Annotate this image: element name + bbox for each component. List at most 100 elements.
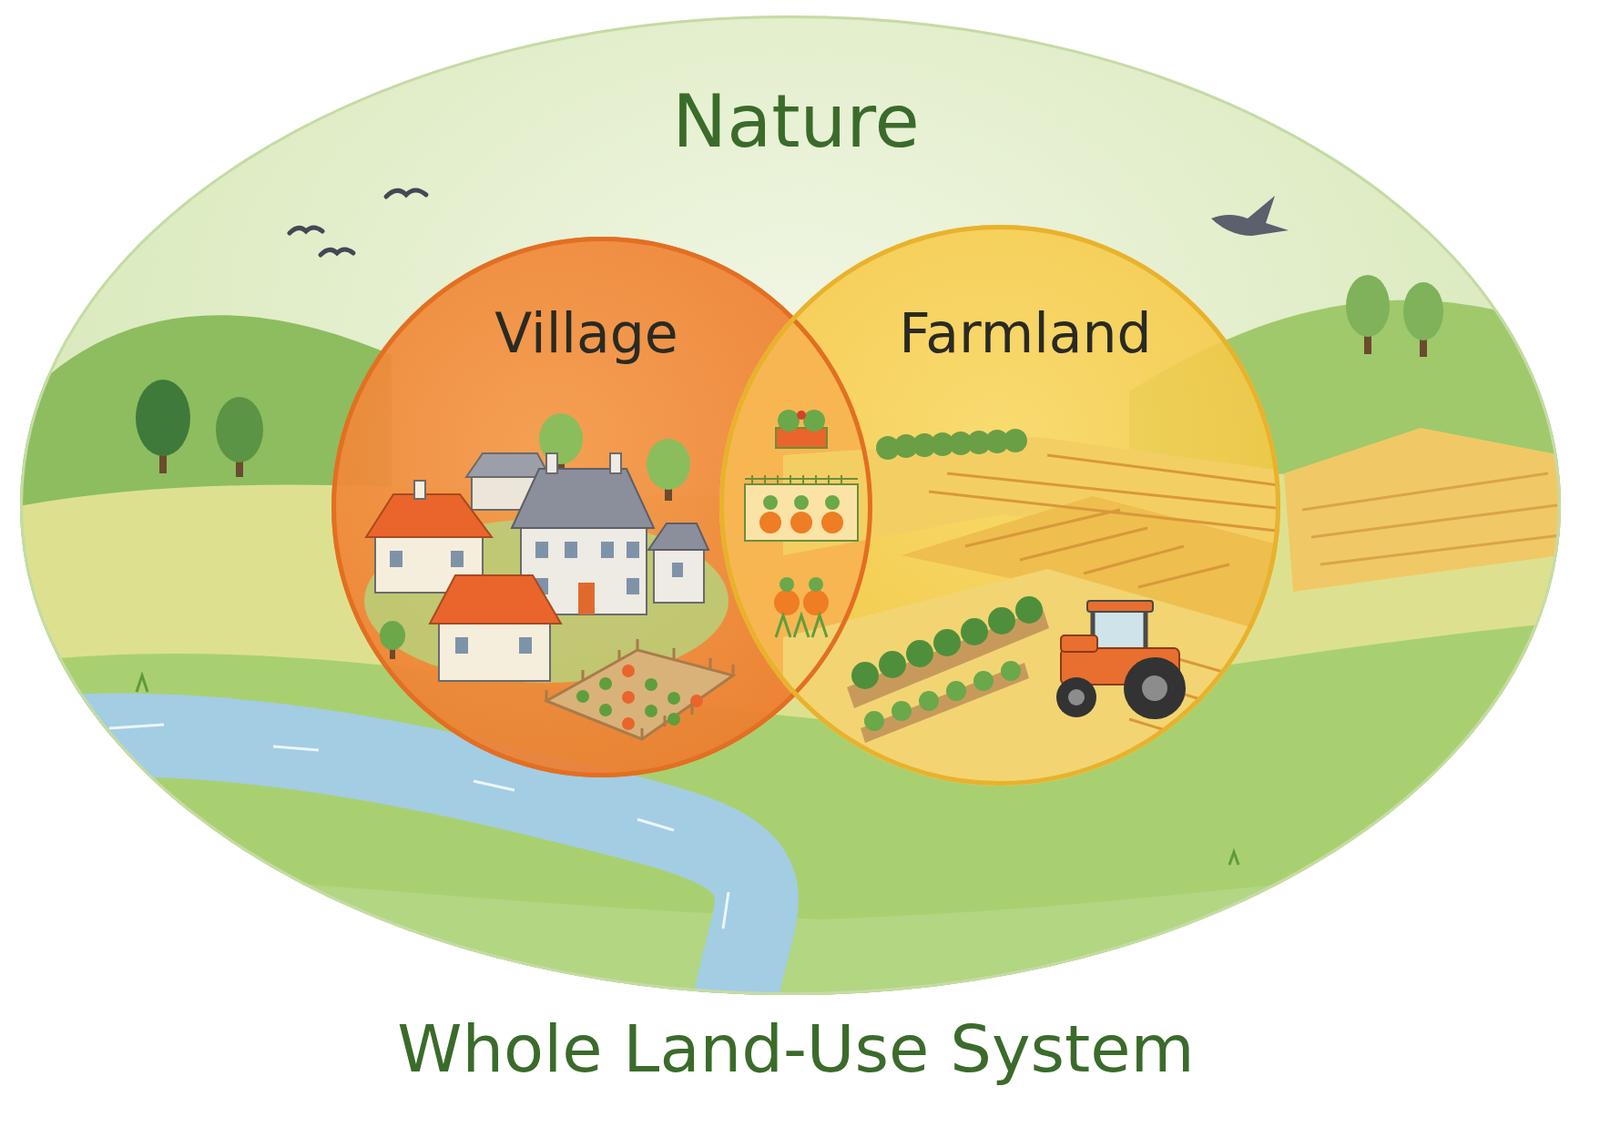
orchard-rows-part bbox=[1015, 596, 1043, 624]
village-garden-part bbox=[644, 678, 658, 692]
village-houses-part bbox=[389, 550, 403, 568]
tractor-symbol-part bbox=[1092, 608, 1146, 651]
tractor-symbol-part bbox=[1087, 601, 1153, 612]
tractor-symbol-part bbox=[1060, 635, 1098, 653]
village-houses-part bbox=[646, 438, 691, 490]
village-garden-part bbox=[621, 717, 635, 731]
village-houses-part bbox=[672, 562, 683, 578]
nature-background-part bbox=[1302, 473, 1561, 565]
overlap-icons-part bbox=[796, 410, 806, 420]
orchard-rows-part bbox=[906, 640, 934, 668]
overlap-icons-part bbox=[774, 590, 800, 616]
birds-part bbox=[386, 190, 427, 197]
village-houses-part bbox=[429, 575, 561, 624]
village-garden-part bbox=[599, 677, 612, 691]
overlap-icons-part bbox=[825, 495, 840, 510]
farmland-fields-part bbox=[1003, 428, 1028, 453]
tree-group-part bbox=[215, 397, 264, 463]
village-houses-part bbox=[379, 621, 406, 651]
village-circle-border bbox=[334, 239, 871, 776]
orchard-rows-part bbox=[960, 618, 989, 646]
village-garden-part bbox=[667, 713, 681, 726]
farmland-fields-part bbox=[846, 608, 1050, 709]
orchard-rows-part bbox=[851, 662, 879, 690]
node-label: Nature bbox=[672, 80, 919, 164]
overlap-icons-part bbox=[790, 511, 813, 534]
village-garden-part bbox=[621, 664, 635, 678]
birds bbox=[289, 190, 1289, 255]
overlap-icons-part bbox=[794, 495, 809, 510]
nature-background-part bbox=[1284, 428, 1561, 592]
overlap-icons bbox=[744, 409, 858, 638]
overlap-icons-part bbox=[808, 577, 824, 592]
orchard-rows-part bbox=[946, 681, 967, 702]
tree-group-part bbox=[1345, 275, 1390, 337]
orchard-rows-part bbox=[1000, 661, 1021, 682]
village-houses-part bbox=[414, 480, 426, 500]
orchard-rows bbox=[851, 596, 1043, 732]
nature-background-part bbox=[136, 675, 1432, 911]
caption: Whole Land-Use System bbox=[397, 1011, 1195, 1088]
village-houses-part bbox=[578, 582, 595, 615]
overlap-icons-part bbox=[744, 484, 858, 541]
farmland-circle: Farmland bbox=[719, 224, 1281, 786]
overlap-icons-part bbox=[763, 495, 778, 510]
overlap-icons-part bbox=[803, 590, 829, 616]
village-circle-fill bbox=[331, 236, 873, 778]
farmland-fields-part bbox=[928, 455, 1294, 770]
tree-group-part bbox=[1403, 282, 1444, 341]
village-houses-part bbox=[366, 494, 492, 538]
village-houses-part bbox=[564, 541, 578, 559]
village-garden-part bbox=[621, 691, 635, 704]
tractor-symbol-part bbox=[1123, 657, 1186, 720]
nature-background-part bbox=[0, 846, 1600, 1127]
village-houses-part bbox=[438, 619, 551, 682]
overlap-icons-part bbox=[779, 577, 795, 592]
tractor-symbol-part bbox=[1068, 689, 1085, 706]
village-houses-part bbox=[450, 550, 464, 568]
node-label: Village bbox=[494, 302, 679, 366]
village-garden-part bbox=[644, 704, 658, 718]
village-houses-part bbox=[546, 453, 558, 474]
tractor-symbol-part bbox=[1141, 675, 1168, 702]
node-label: Farmland bbox=[898, 302, 1152, 366]
orchard-rows-part bbox=[988, 607, 1016, 635]
overlap-icons-part bbox=[759, 511, 782, 534]
orchard-rows-part bbox=[973, 671, 994, 692]
orchard-rows-part bbox=[933, 629, 961, 657]
overlap-icons-part bbox=[821, 511, 844, 534]
tree-group-part bbox=[135, 379, 191, 457]
village-garden-part bbox=[667, 692, 681, 705]
village-garden bbox=[546, 639, 734, 740]
overlap-icons-part bbox=[775, 428, 827, 449]
farmland-fields-part bbox=[783, 569, 1303, 802]
nature-region: NatureVillage Farmland bbox=[20, 15, 1561, 996]
overlap-icons-part bbox=[803, 409, 826, 432]
village-houses-part bbox=[648, 523, 709, 551]
village-houses-part bbox=[601, 541, 614, 559]
village-garden-part bbox=[599, 703, 612, 717]
village-houses-part bbox=[455, 637, 469, 654]
village-circle: Village bbox=[331, 236, 873, 778]
birds-part bbox=[320, 249, 354, 255]
birds-part bbox=[1211, 195, 1289, 236]
village-houses-part bbox=[626, 541, 640, 559]
village-houses-part bbox=[653, 546, 704, 603]
overlap-icons-part bbox=[775, 615, 827, 638]
village-houses-part bbox=[626, 578, 640, 595]
tractor-symbol bbox=[1056, 601, 1186, 720]
village-garden-part bbox=[576, 690, 590, 704]
village-houses bbox=[364, 413, 729, 683]
orchard-rows-part bbox=[918, 691, 939, 712]
village-houses-part bbox=[610, 453, 622, 474]
orchard-rows-part bbox=[864, 711, 885, 732]
overlap-icons-part bbox=[777, 409, 800, 432]
village-houses-part bbox=[535, 541, 549, 559]
overlap-icons-part bbox=[744, 475, 858, 485]
village-garden-part bbox=[546, 639, 734, 740]
orchard-rows-part bbox=[891, 701, 912, 722]
village-houses-part bbox=[519, 637, 532, 654]
